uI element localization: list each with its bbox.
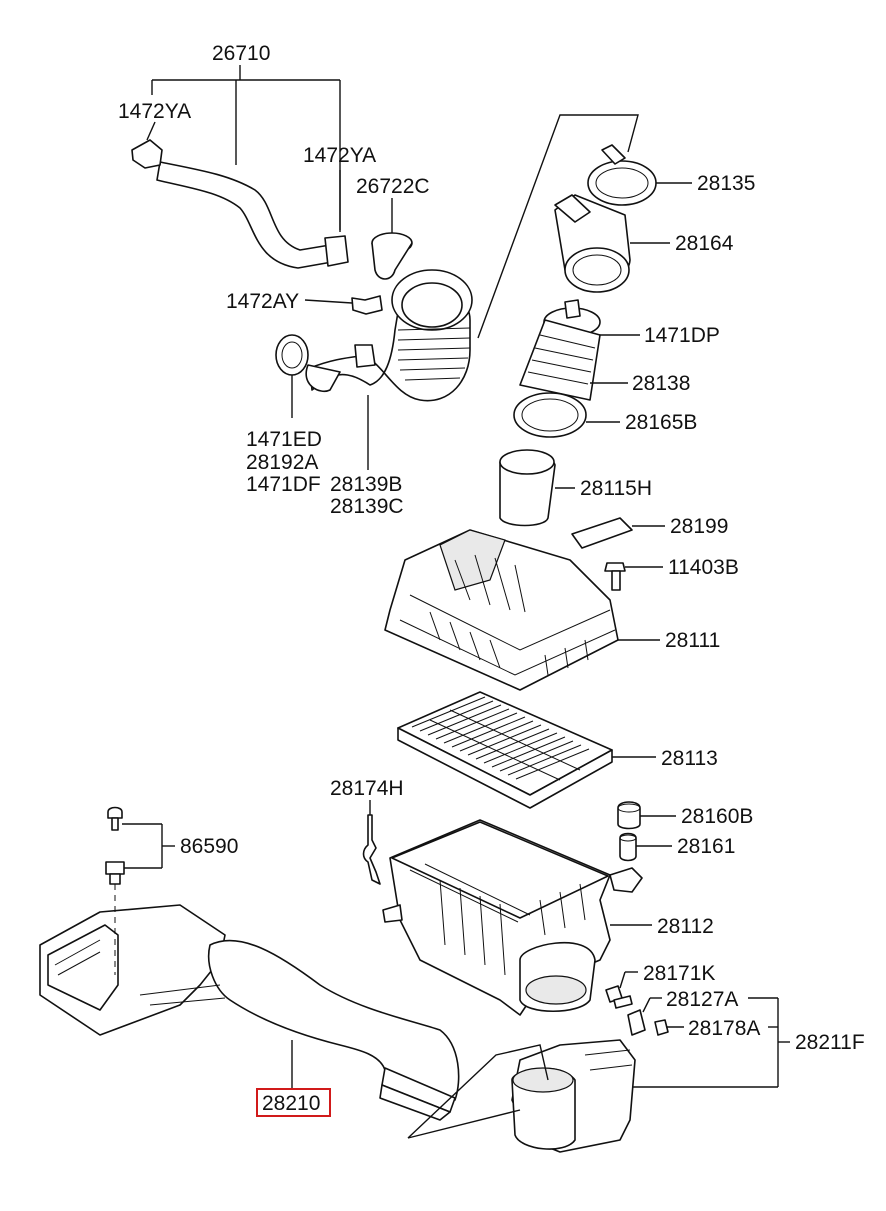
label-sheet-28199	[571, 517, 633, 549]
label-1471DF[interactable]: 1471DF	[246, 473, 321, 496]
label-28138[interactable]: 28138	[632, 372, 690, 395]
label-1472YA-left[interactable]: 1472YA	[118, 100, 191, 123]
label-28160B[interactable]: 28160B	[681, 805, 753, 828]
seal-28165B[interactable]	[513, 392, 587, 438]
intake-hose-28139[interactable]	[305, 269, 473, 402]
part-labels: 26710 1472YA 1472YA 26722C 1472AY 1471ED…	[118, 42, 865, 1117]
label-28171K[interactable]: 28171K	[643, 962, 715, 985]
pcv-fitting-26722C[interactable]	[371, 232, 413, 280]
resonance-hose-28138[interactable]	[519, 319, 601, 401]
label-1472AY[interactable]: 1472AY	[226, 290, 299, 313]
label-28111[interactable]: 28111	[665, 629, 720, 652]
leader-lines	[122, 65, 790, 1139]
bolt-86590-lower[interactable]	[105, 861, 125, 885]
collar-28127A[interactable]	[627, 1009, 646, 1036]
label-1471DP[interactable]: 1471DP	[644, 324, 720, 347]
label-11403B[interactable]: 11403B	[668, 556, 739, 579]
label-28174H[interactable]: 28174H	[330, 777, 404, 800]
clamp-28135[interactable]	[587, 144, 657, 206]
label-28165B[interactable]: 28165B	[625, 411, 697, 434]
resonator-28211F[interactable]	[511, 1039, 636, 1153]
label-86590[interactable]: 86590	[180, 835, 238, 858]
label-26710[interactable]: 26710	[212, 42, 270, 65]
filter-element-28113[interactable]	[397, 691, 613, 809]
label-28178A[interactable]: 28178A	[688, 1017, 760, 1040]
label-1472YA-right[interactable]: 1472YA	[303, 144, 376, 167]
label-28211F[interactable]: 28211F	[795, 1031, 865, 1054]
grommet-28161[interactable]	[619, 832, 637, 862]
duct-28115H[interactable]	[499, 449, 556, 527]
bolt-11403B[interactable]	[604, 562, 626, 591]
label-28192A[interactable]: 28192A	[246, 451, 318, 474]
clip-28174H[interactable]	[362, 814, 381, 885]
clamp-1471ED[interactable]	[275, 334, 309, 376]
bolt-86590-upper[interactable]	[107, 806, 123, 831]
label-28164[interactable]: 28164	[675, 232, 734, 255]
label-28135[interactable]: 28135	[697, 172, 755, 195]
breather-hose-26710[interactable]	[131, 139, 349, 269]
clamp-1472AY[interactable]	[351, 295, 383, 315]
bolt-28171K[interactable]	[605, 985, 633, 1009]
label-28112[interactable]: 28112	[657, 915, 714, 938]
insulator-28160B[interactable]	[617, 801, 641, 830]
label-28199[interactable]: 28199	[670, 515, 728, 538]
bushing-28178A[interactable]	[654, 1019, 669, 1036]
label-28115H[interactable]: 28115H	[580, 477, 652, 500]
highlight-box-28210	[256, 1088, 331, 1117]
air-intake-duct-28210[interactable]	[39, 904, 460, 1121]
label-1471ED[interactable]: 1471ED	[246, 428, 322, 451]
air-flow-sensor-28164[interactable]	[554, 194, 631, 293]
label-28161[interactable]: 28161	[677, 835, 735, 858]
label-26722C[interactable]: 26722C	[356, 175, 430, 198]
air-cleaner-cover-28111[interactable]	[384, 529, 619, 691]
label-28139C[interactable]: 28139C	[330, 495, 404, 518]
label-28127A[interactable]: 28127A	[666, 988, 738, 1011]
label-28113[interactable]: 28113	[661, 747, 718, 770]
label-28139B[interactable]: 28139B	[330, 473, 402, 496]
label-28210[interactable]: 28210	[262, 1092, 320, 1115]
air-cleaner-body-28112[interactable]	[382, 819, 643, 1016]
